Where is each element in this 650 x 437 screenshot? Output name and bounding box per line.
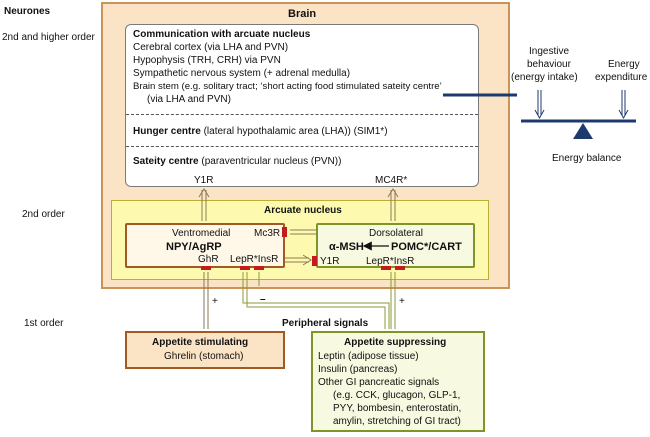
peripheral-signals-title: Peripheral signals [282, 318, 369, 329]
y1r-dorsolateral-label: Y1R [320, 256, 340, 267]
suppressing-line: Insulin (pancreas) [318, 364, 398, 375]
dashed-divider [126, 146, 478, 147]
ghr-receptor [201, 266, 211, 270]
msh-to-mc3r-arrow [290, 229, 316, 235]
level-2nd-higher: 2nd and higher order [2, 32, 95, 43]
intake-label-line: behaviour [527, 59, 571, 70]
pomc-cart-label: POMC*/CART [391, 241, 462, 253]
npy-agrp-label: NPY/AgRP [166, 241, 222, 253]
inhibitory-minus-sign: – [260, 294, 266, 305]
stimulating-plus-sign: + [212, 296, 218, 307]
stimulating-line: Ghrelin (stomach) [164, 351, 244, 362]
suppressing-line: PYY, bombesin, enterostatin, [333, 403, 462, 414]
expenditure-label-line: expenditure [595, 72, 648, 83]
communication-line: Cerebral cortex (via LHA and PVN) [133, 42, 289, 53]
dorsolateral-label: Dorsolateral [369, 228, 423, 239]
communication-title: Communication with arcuate nucleus [133, 29, 311, 40]
dashed-divider [126, 114, 478, 115]
balance-fulcrum [573, 123, 593, 139]
pomc-to-mc4r-arrow [387, 188, 399, 221]
suppressing-to-pomc-arrow [390, 272, 396, 329]
expenditure-label-line: Energy [608, 59, 640, 70]
level-2nd: 2nd order [22, 209, 65, 220]
satiety-centre: Sateity centre (paraventricular nucleus … [133, 156, 341, 168]
intake-arrow [534, 90, 545, 120]
insr-left-receptor [254, 266, 264, 270]
ghr-label: GhR [198, 254, 219, 265]
mc3r-label: Mc3R [254, 228, 281, 239]
brain-centres-box [125, 24, 479, 187]
satiety-detail: (paraventricular nucleus (PVN)) [198, 156, 342, 167]
arcuate-title: Arcuate nucleus [264, 205, 342, 216]
lepr-insr-left-label: LepR*InsR [230, 254, 279, 265]
appetite-stimulating-box [125, 331, 285, 369]
ventromedial-label: Ventromedial [172, 228, 231, 239]
suppressing-to-npy-inhibition [242, 272, 390, 329]
communication-line: Sympathetic nervous system (+ adrenal me… [133, 68, 351, 79]
suppressing-plus-sign: + [399, 296, 405, 307]
suppressing-line: (e.g. CCK, glucagon, GLP-1, [333, 390, 461, 401]
npy-to-y1r-dorsolateral-arrow [285, 254, 312, 266]
y1r-receptor-label: Y1R [194, 175, 214, 186]
intake-label-line: (energy intake) [511, 72, 578, 83]
npy-to-y1r-arrow [198, 188, 210, 221]
communication-line: (via LHA and PVN) [147, 94, 231, 105]
mc3r-receptor [282, 227, 287, 237]
suppressing-line: amylin, stretching of GI tract) [333, 416, 461, 427]
suppressing-title: Appetite suppressing [344, 337, 447, 348]
level-1st: 1st order [24, 318, 64, 329]
hunger-title: Hunger centre [133, 126, 201, 137]
mc4r-receptor-label: MC4R* [375, 175, 408, 186]
communication-line: Hypophysis (TRH, CRH) via PVN [133, 55, 281, 66]
suppressing-line: Other GI pancreatic signals [318, 377, 440, 388]
communication-line: Brain stem (e.g. solitary tract; ‘short … [133, 81, 442, 92]
ghrelin-to-ghr-arrow [203, 272, 209, 329]
lepr-insr-right-label: LepR*InsR [366, 256, 415, 267]
lepr-left-receptor [240, 266, 250, 270]
hunger-centre: Hunger centre (lateral hypothalamic area… [133, 126, 388, 138]
y1r-dorsolateral-receptor [312, 256, 317, 266]
brain-title: Brain [288, 8, 317, 20]
appetite-suppressing-box [311, 331, 485, 432]
expenditure-arrow [618, 90, 629, 120]
intake-label-line: Ingestive [529, 46, 570, 57]
alpha-msh-label: α-MSH [329, 241, 364, 253]
satiety-title: Sateity centre [133, 156, 199, 167]
neurones-header: Neurones [4, 6, 51, 17]
hunger-detail: (lateral hypothalamic area (LHA)) (SIM1*… [200, 126, 388, 137]
stimulating-title: Appetite stimulating [152, 337, 249, 348]
energy-balance-label: Energy balance [552, 153, 622, 164]
suppressing-line: Leptin (adipose tissue) [318, 351, 419, 362]
insr-right-receptor [395, 266, 405, 270]
lepr-right-receptor [381, 266, 391, 270]
